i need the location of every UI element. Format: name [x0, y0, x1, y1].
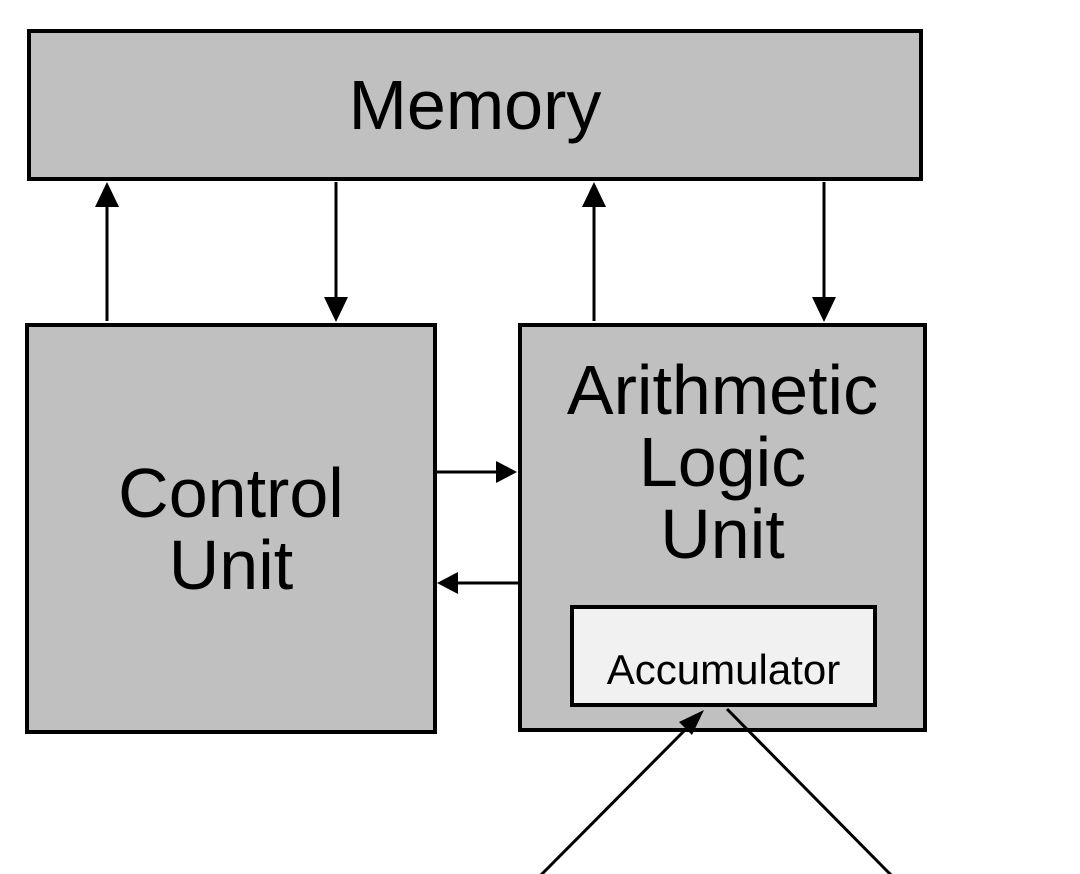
memory-label: Memory [348, 66, 602, 144]
accumulator-label: Accumulator [606, 645, 841, 693]
arrow-cu-to-alu-icon [436, 461, 517, 483]
line-accumulator-output-icon [725, 707, 893, 874]
arrow-alu-to-cu-icon [437, 572, 518, 594]
accumulator-block: Accumulator [570, 605, 877, 707]
alu-label: Arithmetic Logic Unit [566, 351, 879, 573]
arrow-input-to-accumulator-icon [539, 710, 704, 874]
alu-block: Arithmetic Logic Unit Accumulator [518, 323, 927, 732]
arrow-cu-to-memory-icon [95, 182, 119, 321]
arrow-memory-to-alu-icon [812, 182, 836, 322]
control-unit-block: Control Unit [25, 323, 437, 734]
arrow-memory-to-cu-icon [324, 182, 348, 322]
control-unit-label: Control Unit [118, 453, 344, 604]
arrow-alu-to-memory-icon [582, 182, 606, 321]
memory-block: Memory [27, 29, 923, 181]
